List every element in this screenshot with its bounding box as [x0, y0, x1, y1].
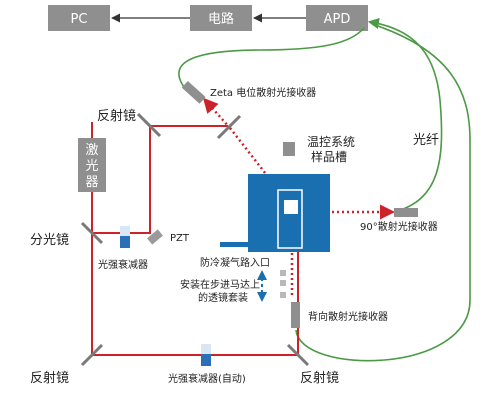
fiber-zeta-to-apd — [178, 27, 365, 93]
laser-label-3: 器 — [85, 175, 98, 190]
condensation-inlet-label: 防冷凝气路入口 — [200, 256, 270, 269]
circuit-block: 电路 — [190, 5, 252, 31]
mirror-top-right — [216, 114, 242, 140]
attenuator-auto-label: 光强衰减器(自动) — [168, 372, 246, 385]
scatter-90-receiver-icon — [394, 208, 418, 217]
back-scatter-receiver-label: 背向散射光接收器 — [308, 310, 388, 323]
pzt-element — [147, 229, 163, 245]
fiber-label: 光纤 — [413, 133, 439, 148]
mirror-top-left — [136, 112, 162, 138]
apd-block: APD — [306, 5, 368, 31]
laser-label-2: 光 — [85, 159, 98, 174]
zeta-receiver-label: Zeta 电位散射光接收器 — [210, 86, 316, 99]
lens-set — [257, 270, 286, 302]
dotted-path-to-zeta-via-mirror — [203, 97, 231, 129]
sample-cell-holder — [220, 174, 330, 252]
mirror-bottom-right-label: 反射镜 — [300, 370, 339, 386]
pzt-label: PZT — [170, 233, 190, 244]
fiber-back-to-apd — [295, 23, 471, 362]
mirror-bottom-right — [286, 343, 310, 367]
temp-probe — [283, 142, 295, 156]
beam-splitter-mirror — [80, 221, 104, 245]
fiber-90-to-apd — [367, 17, 443, 213]
mirror-bottom-left — [80, 343, 104, 367]
zeta-receiver-icon — [181, 80, 206, 104]
scatter-90-receiver-label: 90°散射光接收器 — [360, 220, 438, 233]
laser: 激 光 器 — [78, 138, 106, 192]
mirror-top-label: 反射镜 — [97, 108, 136, 124]
pc-label: PC — [71, 12, 88, 27]
lens-note-line2: 的透镜套装 — [198, 291, 248, 304]
back-scatter-receiver-icon — [291, 302, 300, 328]
temp-system-label-line1: 温控系统 — [307, 135, 355, 149]
lens-note-line1: 安装在步进马达上 — [180, 278, 260, 291]
apd-label: APD — [324, 12, 351, 27]
attenuator-filter — [120, 226, 130, 248]
temp-system-label-line2: 样品槽 — [311, 149, 347, 164]
beam-splitter-label: 分光镜 — [30, 233, 69, 248]
attenuator-label: 光强衰减器 — [98, 258, 148, 271]
circuit-label: 电路 — [208, 11, 234, 27]
laser-label-1: 激 — [85, 143, 98, 158]
attenuator-auto-filter — [201, 344, 211, 366]
mirror-bottom-left-label: 反射镜 — [30, 370, 69, 386]
laser-path-upper — [92, 125, 228, 234]
pc-block: PC — [48, 5, 110, 31]
